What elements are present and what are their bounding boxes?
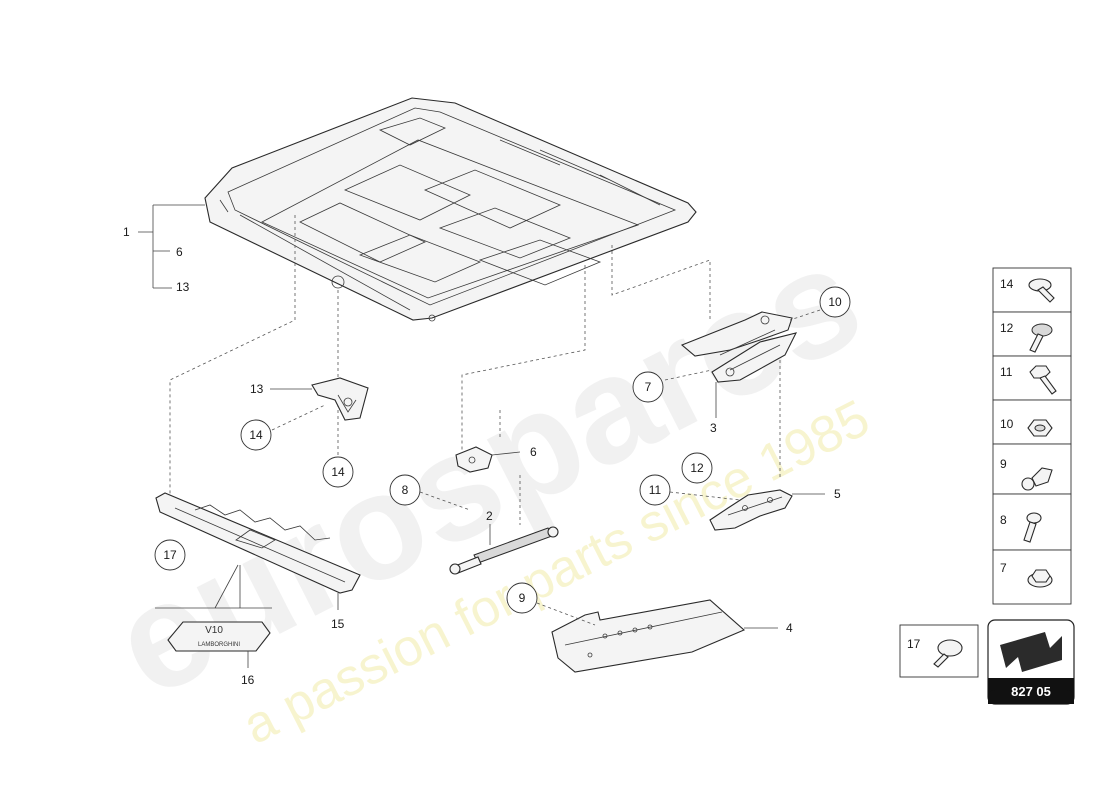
callout-7: 7 (645, 380, 652, 394)
part-badge-16[interactable]: V10 LAMBORGHINI (155, 564, 272, 652)
legend-number-11: 11 (1000, 365, 1013, 379)
button-head-bolt-icon (933, 639, 963, 668)
legend-item-7[interactable]: 7 (992, 549, 1072, 605)
callout-17: 17 (163, 548, 177, 562)
callout-2: 2 (486, 509, 493, 523)
fastener-legend: 14 12 11 10 (992, 267, 1072, 605)
part-plate-4[interactable] (551, 599, 746, 673)
legend-item-8[interactable]: 8 (992, 493, 1072, 551)
callout-3-group: 3 (710, 382, 717, 435)
callout-14-b: 14 (331, 465, 345, 479)
assembly-lines (169, 215, 781, 525)
callout-6-top: 6 (176, 245, 183, 259)
callout-8: 8 (402, 483, 409, 497)
legend-item-11[interactable]: 11 (992, 355, 1072, 401)
part-brace-17[interactable] (155, 492, 361, 594)
part-hinge-3[interactable] (680, 311, 798, 383)
callout-14-lower: 14 (322, 456, 354, 488)
callout-16: 16 (241, 673, 255, 687)
callout-13: 13 (250, 382, 264, 396)
callout-2-group: 2 (486, 509, 493, 545)
arrow-icon (1000, 632, 1062, 672)
part-bracket-6[interactable] (455, 446, 493, 473)
callout-3: 3 (710, 421, 717, 435)
callout-9-group: 9 (506, 582, 596, 626)
legend-item-14[interactable]: 14 (992, 267, 1072, 313)
diagram-code-card: 827 05 (987, 619, 1075, 705)
callout-9: 9 (519, 591, 526, 605)
callout-4-group: 4 (744, 621, 793, 635)
callout-8-group: 8 (389, 474, 471, 511)
legend-number-9: 9 (1000, 457, 1007, 471)
bolt-flange-head-icon (1029, 323, 1053, 353)
legend-number-14: 14 (1000, 277, 1014, 291)
bolt-round-head-icon (1028, 278, 1055, 303)
part-mount-5[interactable] (709, 489, 793, 531)
legend-number-17: 17 (907, 637, 921, 651)
callout-15: 15 (331, 617, 345, 631)
callout-12: 12 (690, 461, 704, 475)
diagram-code: 827 05 (1011, 684, 1051, 699)
badge-line-1: V10 (205, 625, 223, 636)
callout-11: 11 (649, 483, 662, 497)
short-bolt-icon (1023, 512, 1042, 543)
callout-6-bracket: 6 (491, 445, 537, 459)
callout-14-left: 14 (240, 404, 326, 451)
part-gas-strut[interactable] (449, 526, 559, 575)
legend-item-17[interactable]: 17 (899, 624, 979, 678)
callout-6: 6 (530, 445, 537, 459)
callout-13-bracket: 13 (250, 382, 312, 396)
part-bracket-13[interactable] (311, 377, 369, 421)
callout-14-a: 14 (249, 428, 263, 442)
hex-nut-icon (1027, 419, 1053, 437)
ball-stud-icon (1021, 467, 1053, 491)
callout-5-group: 5 (792, 487, 841, 501)
callout-10: 10 (828, 295, 842, 309)
callout-10-group: 10 (789, 286, 851, 321)
legend-item-10[interactable]: 10 (992, 399, 1072, 445)
callout-13-top: 13 (176, 280, 190, 294)
part-underbody-tray[interactable] (204, 97, 697, 322)
legend-number-12: 12 (1000, 321, 1014, 335)
callout-15-group: 15 (331, 593, 345, 631)
legend-number-8: 8 (1000, 513, 1007, 527)
callout-17-group: 17 (154, 539, 186, 571)
badge-line-2: LAMBORGHINI (198, 642, 240, 648)
callout-11-group: 11 (639, 474, 741, 506)
callout-group-1: 1 6 13 (123, 204, 205, 294)
callout-5: 5 (834, 487, 841, 501)
callout-1: 1 (123, 225, 130, 239)
legend-item-12[interactable]: 12 (992, 311, 1072, 357)
callout-4: 4 (786, 621, 793, 635)
callout-16-group: 16 (241, 651, 255, 687)
flange-nut-icon (1027, 569, 1053, 588)
callout-7-group: 7 (632, 369, 713, 403)
legend-item-9[interactable]: 9 (992, 443, 1072, 495)
bolt-hex-head-icon (1029, 365, 1057, 395)
legend-number-10: 10 (1000, 417, 1014, 431)
callout-12-group: 12 (681, 452, 713, 484)
legend-number-7: 7 (1000, 561, 1007, 575)
